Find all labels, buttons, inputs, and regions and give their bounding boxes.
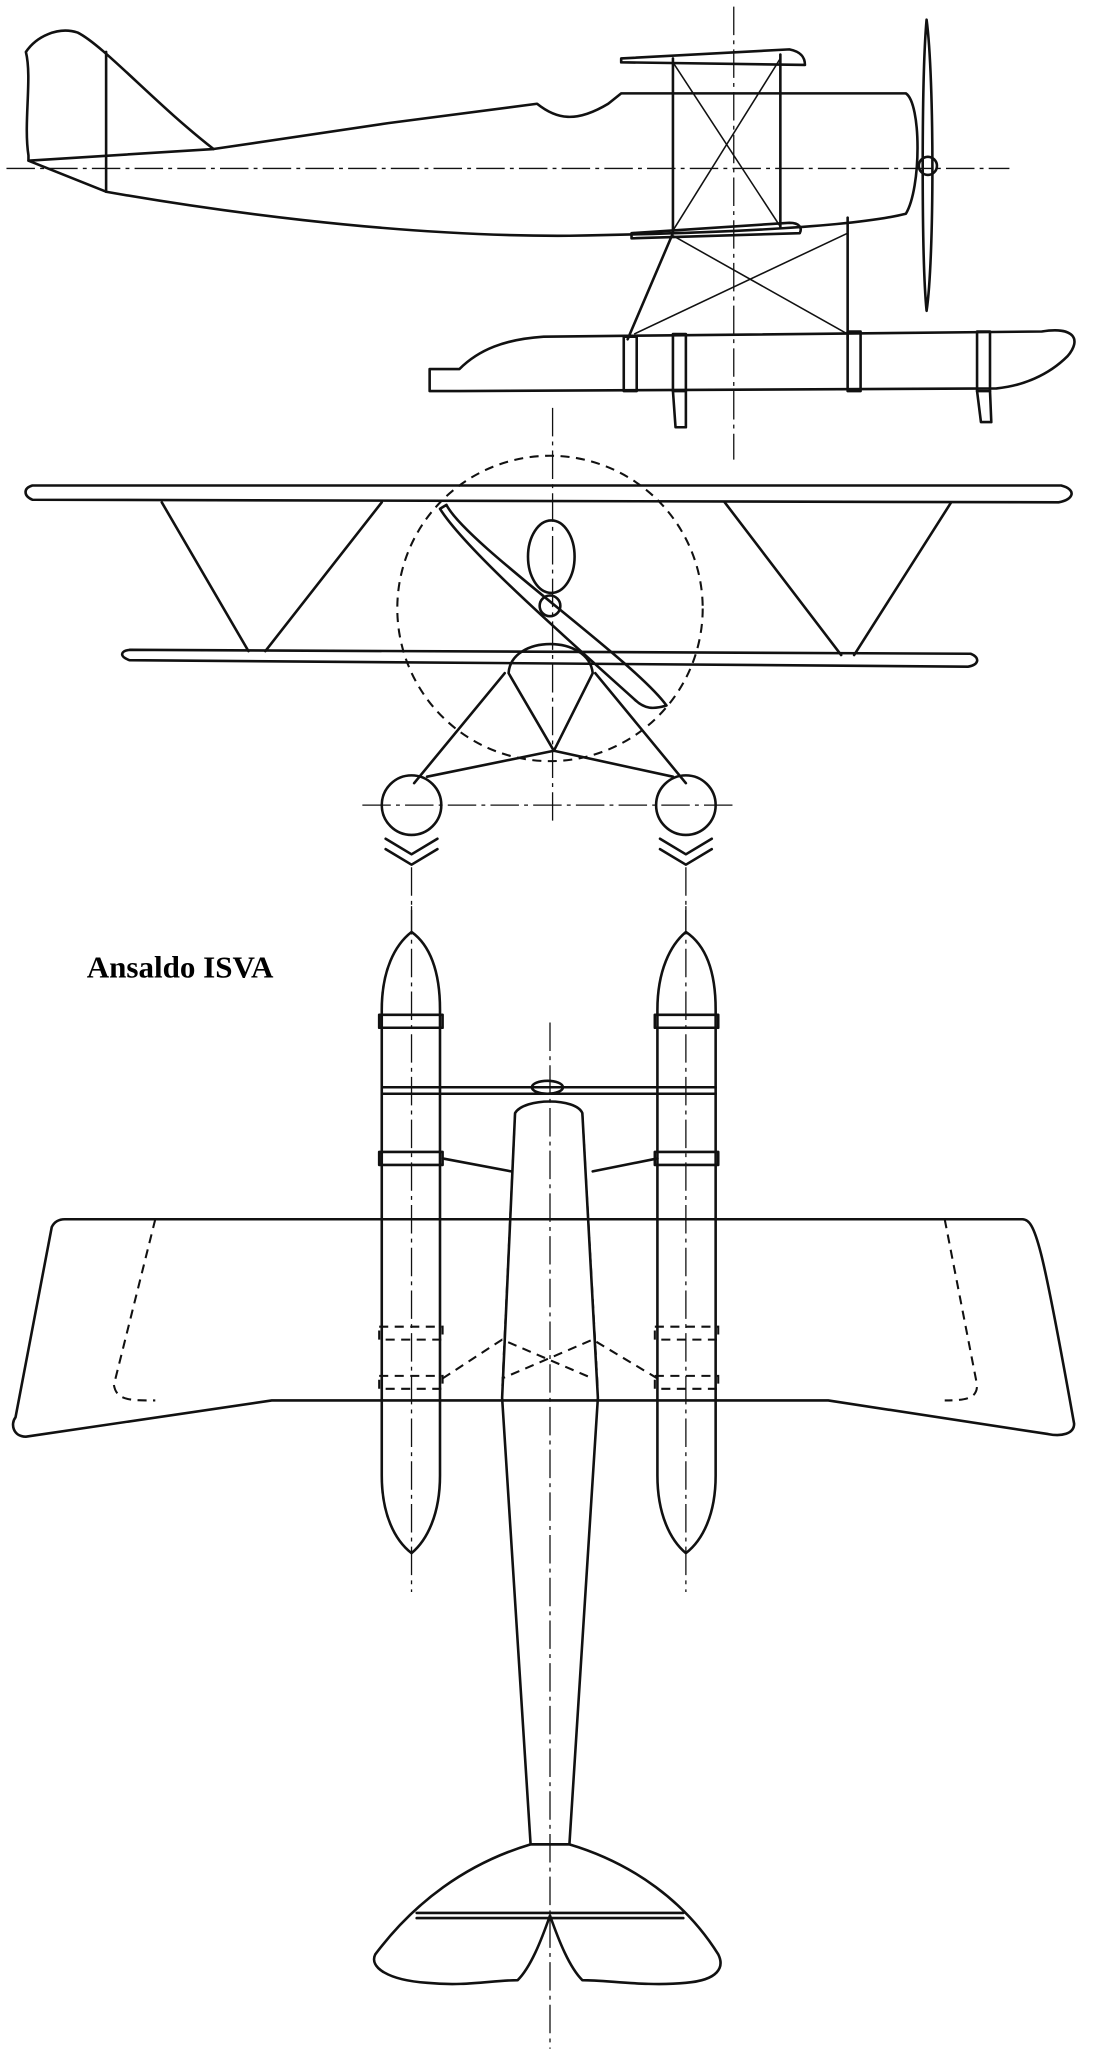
side-view <box>6 6 1076 460</box>
front-view <box>24 407 1073 932</box>
top-view <box>11 906 1076 2049</box>
diagram-caption: Ansaldo ISVA <box>87 949 274 984</box>
